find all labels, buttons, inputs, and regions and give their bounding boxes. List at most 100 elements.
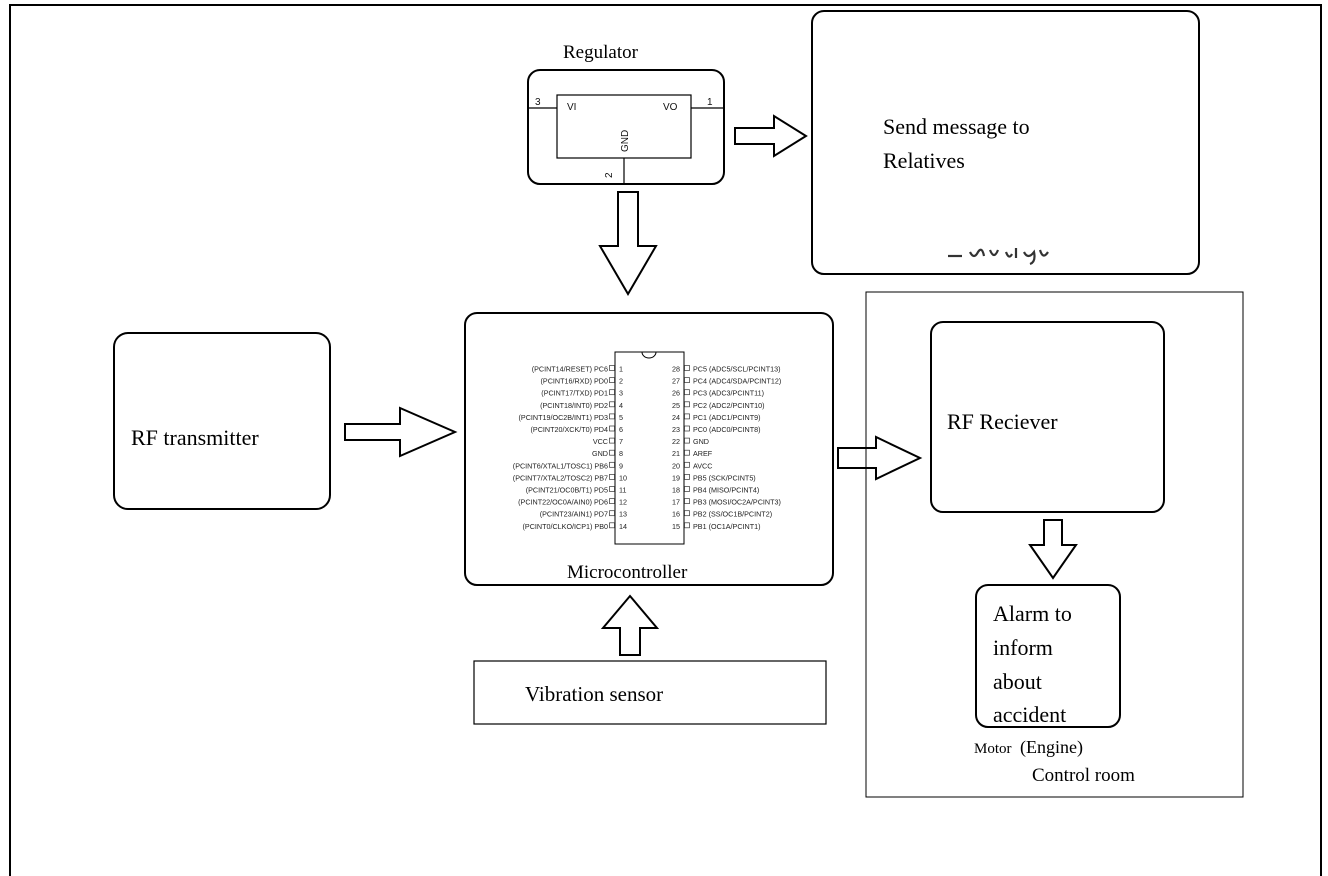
mcu-pin-box (609, 389, 615, 396)
mcu-right-pin-number: 28 (672, 365, 680, 374)
mcu-left-pins: (PCINT14/RESET) PC6 1 (PCINT16/RXD) PD0 2 (P… (513, 365, 627, 531)
arrow-receiver-to-alarm (1028, 519, 1078, 580)
mcu-pin-box (609, 510, 615, 517)
mcu-left-pin-name: (PCINT22/OC0A/AIN0) PD6 (518, 498, 608, 507)
mcu-left-pin-name: (PCINT14/RESET) PC6 (532, 365, 608, 374)
mcu-pin-box (684, 425, 690, 432)
mcu-right-pin-name: AREF (693, 449, 713, 458)
mcu-pin-box (684, 498, 690, 504)
arrow-regulator-to-mcu (598, 191, 658, 296)
mcu-right-pin-number: 27 (672, 377, 680, 386)
regulator-outline (527, 69, 725, 185)
mcu-right-pin-name: PB3 (MOSI/OC2A/PCINT3) (693, 498, 781, 507)
mcu-right-pin-number: 20 (672, 461, 680, 470)
mcu-left-pin-number: 9 (619, 461, 623, 470)
mcu-left-pin-number: 1 (619, 365, 623, 374)
arrow-transmitter-to-mcu (344, 406, 458, 458)
mcu-left-pin-name: (PCINT16/RXD) PD0 (541, 377, 609, 386)
mcu-left-pin-number: 6 (619, 425, 623, 434)
mcu-left-pin-name: (PCINT23/AIN1) PD7 (540, 510, 608, 519)
mcu-right-pin-name: PC4 (ADC4/SDA/PCINT12) (693, 377, 781, 386)
mcu-pin-box (609, 522, 615, 529)
mcu-pin-box (684, 474, 690, 480)
mcu-left-pin-number: 13 (619, 510, 627, 519)
microcontroller-block: (PCINT14/RESET) PC6 1 (PCINT16/RXD) PD0 2 (P… (464, 312, 834, 586)
mcu-pin-box (609, 437, 615, 444)
mcu-pin-box (609, 413, 615, 420)
mcu-right-pin-name: PB2 (SS/OC1B/PCINT2) (693, 510, 772, 519)
vibration-sensor-box (473, 660, 827, 725)
regulator-title: Regulator (563, 42, 639, 63)
regulator-gnd: GND (620, 130, 631, 152)
rf-receiver-label: RF Reciever (947, 409, 1058, 434)
mcu-pin-box (684, 486, 690, 492)
mcu-left-pin-name: VCC (593, 437, 608, 446)
mcu-pin-box (684, 522, 690, 529)
mcu-left-pin-number: 2 (619, 377, 623, 386)
mcu-right-pin-number: 25 (672, 401, 680, 410)
mcu-left-pin-name: (PCINT0/CLKO/ICP1) PB0 (523, 522, 608, 531)
mcu-left-pin-number: 8 (619, 449, 623, 458)
microcontroller-box (464, 312, 834, 586)
mcu-pin-box (684, 401, 690, 408)
vibration-sensor-label: Vibration sensor (525, 682, 663, 706)
mcu-pin-box (684, 437, 690, 444)
arrow-mcu-to-receiver (837, 435, 923, 481)
mcu-right-pin-name: PB1 (OC1A/PCINT1) (693, 522, 761, 531)
mcu-right-pin-name: PC3 (ADC3/PCINT11) (693, 389, 764, 398)
regulator-pin-3: 3 (535, 97, 541, 108)
mcu-pin-box (684, 510, 690, 517)
mcu-left-pin-name: (PCINT19/OC2B/INT1) PD3 (519, 413, 608, 422)
regulator-vo: VO (663, 102, 678, 113)
mcu-left-pin-number: 10 (619, 473, 627, 482)
message-scribble (948, 248, 1049, 266)
message-line-2: Relatives (883, 148, 965, 173)
mcu-pin-box (609, 401, 615, 408)
mcu-pin-box (609, 365, 615, 371)
microcontroller-label: Microcontroller (567, 562, 688, 583)
rf-transmitter-block: RF transmitter (113, 332, 331, 510)
mcu-right-pin-number: 21 (672, 449, 680, 458)
mcu-left-pin-number: 12 (619, 498, 627, 507)
regulator-block: Regulator 3 VI VO 1 GND 2 (527, 42, 725, 185)
rf-receiver-box (930, 321, 1165, 513)
mcu-right-pin-name: PB5 (SCK/PCINT5) (693, 473, 756, 482)
motor-label-prefix: Motor (974, 741, 1012, 757)
mcu-left-pin-number: 4 (619, 401, 623, 410)
mcu-right-pin-name: AVCC (693, 461, 712, 470)
mcu-right-pin-name: PC0 (ADC0/PCINT8) (693, 425, 761, 434)
mcu-pin-box (684, 461, 690, 468)
arrow-regulator-to-message (734, 114, 808, 158)
mcu-left-pin-name: (PCINT21/OC0B/T1) PD5 (526, 486, 608, 495)
arrow-sensor-to-mcu (600, 594, 660, 656)
mcu-chip-notch (641, 351, 657, 359)
mcu-right-pin-number: 24 (672, 413, 680, 422)
regulator-vi: VI (567, 102, 576, 113)
mcu-right-pin-name: GND (693, 437, 709, 446)
rf-transmitter-label: RF transmitter (131, 425, 259, 450)
mcu-right-pin-number: 16 (672, 510, 680, 519)
mcu-chip-body (614, 351, 685, 545)
mcu-left-pin-name: GND (592, 449, 608, 458)
mcu-left-pin-number: 3 (619, 389, 623, 398)
mcu-pin-box (609, 486, 615, 492)
mcu-right-pin-number: 19 (672, 473, 680, 482)
mcu-pin-box (684, 389, 690, 396)
message-box (811, 10, 1200, 275)
mcu-left-pin-name: (PCINT7/XTAL2/TOSC2) PB7 (513, 473, 608, 482)
mcu-left-pin-name: (PCINT17/TXD) PD1 (541, 389, 608, 398)
mcu-right-pin-name: PC1 (ADC1/PCINT9) (693, 413, 761, 422)
mcu-left-pin-name: (PCINT6/XTAL1/TOSC1) PB6 (513, 461, 608, 470)
alarm-box (975, 584, 1121, 728)
alarm-line-4: accident (993, 702, 1066, 727)
mcu-left-pin-number: 7 (619, 437, 623, 446)
control-room-label: Control room (1032, 765, 1135, 786)
mcu-pin-box (609, 425, 615, 432)
mcu-right-pin-name: PB4 (MISO/PCINT4) (693, 486, 759, 495)
alarm-line-3: about (993, 669, 1042, 694)
mcu-pin-box (609, 498, 615, 504)
mcu-left-pin-name: (PCINT20/XCK/T0) PD4 (531, 425, 608, 434)
alarm-line-2: inform (993, 635, 1053, 660)
